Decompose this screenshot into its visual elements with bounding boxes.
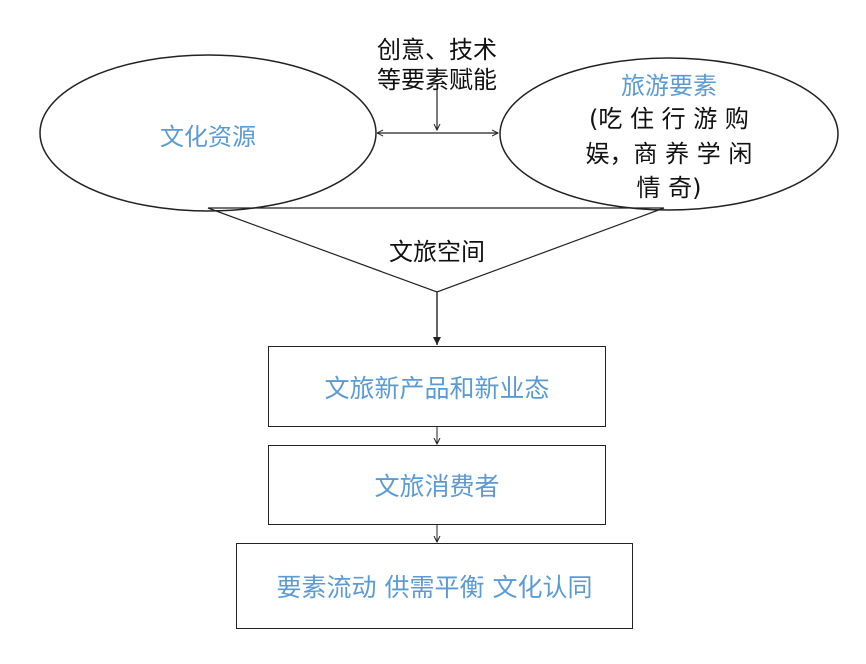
culture-resources-label: 文化资源 [160,123,256,151]
cultural-tourism-space-label: 文旅空间 [389,238,485,266]
culture-resources-ellipse [39,54,377,212]
cultural-tourism-space-funnel [207,207,665,293]
tourism-elements-line2: 娱，商 养 学 闲 [585,140,753,168]
tourism-elements-line3: 情 奇) [636,174,702,202]
outcomes-label: 要素流动 供需平衡 文化认同 [276,573,593,602]
tourism-elements-ellipse [499,57,839,211]
tourism-elements-line1: (吃 住 行 游 购 [589,105,749,133]
outcomes-box: 要素流动 供需平衡 文化认同 [236,543,633,629]
enablers-label-line2: 等要素赋能 [377,66,497,94]
consumers-box: 文旅消费者 [268,445,606,525]
consumers-label: 文旅消费者 [374,472,500,501]
tourism-elements-title: 旅游要素 [621,72,717,100]
new-products-box: 文旅新产品和新业态 [268,346,606,427]
enablers-label-line1: 创意、技术 [377,36,497,64]
new-products-label: 文旅新产品和新业态 [324,373,550,403]
